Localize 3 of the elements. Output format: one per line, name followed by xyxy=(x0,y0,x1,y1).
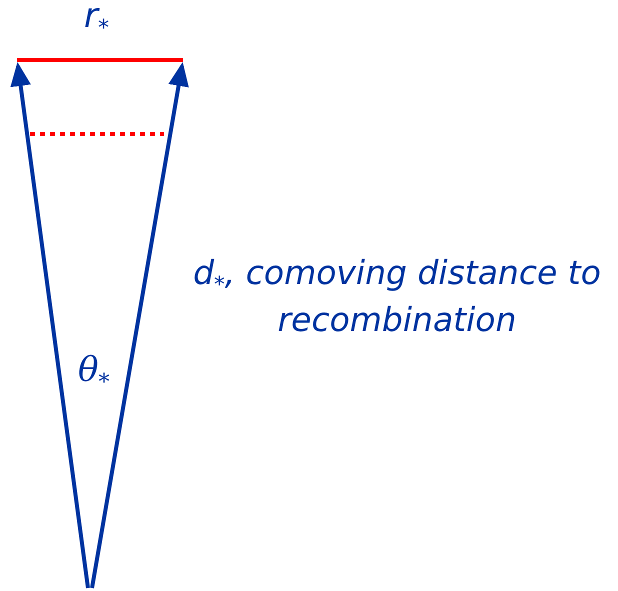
angle-label: θ$_{*}$ xyxy=(78,350,110,395)
distance-label: d$_{*}$, comoving distance to recombination xyxy=(192,252,602,342)
radius-label: r$_{*}$ xyxy=(84,0,110,41)
